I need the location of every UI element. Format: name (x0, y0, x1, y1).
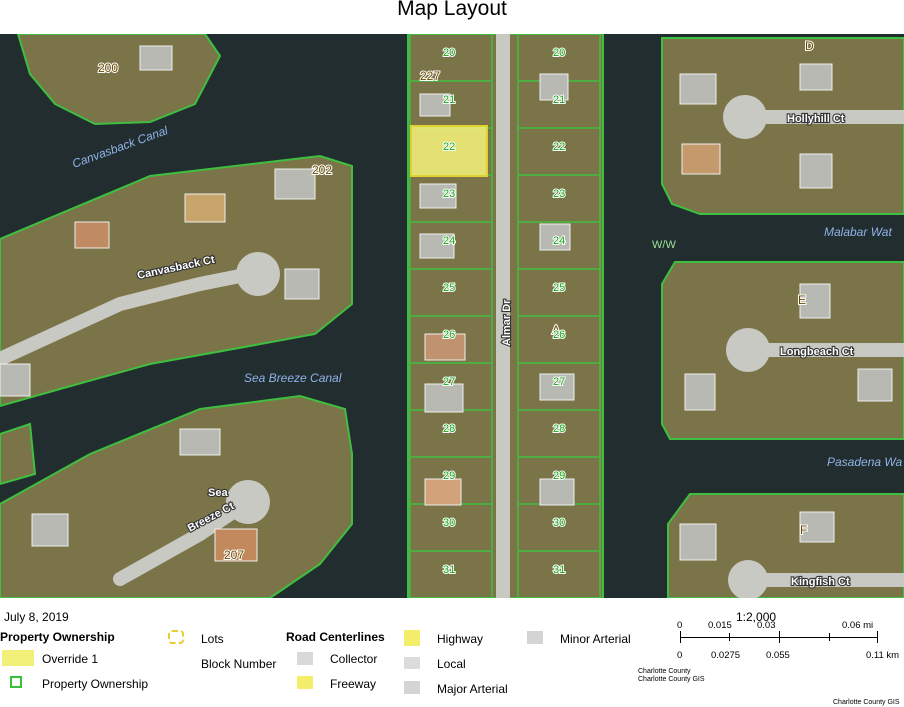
block-label-202: 202 (312, 163, 332, 177)
east-lot-29[interactable]: 29 (552, 469, 566, 483)
block-label-227: 227 (420, 69, 440, 83)
legend-collector: Collector (330, 652, 378, 666)
legend-property-ownership: Property Ownership (42, 677, 149, 691)
override-swatch (2, 650, 34, 666)
scale-mi-2: 0.03 (757, 620, 776, 631)
scale-km-1: 0.0275 (711, 650, 741, 661)
legend-panel: July 8, 2019 Property Ownership Override… (0, 598, 904, 706)
center-lot-22[interactable]: 22 (442, 140, 456, 154)
scale-tick (729, 633, 730, 641)
block-label-d: D (805, 39, 814, 53)
east-lot-numbers: 20 21 22 23 24 25 26 27 28 29 30 31 (552, 46, 566, 577)
east-lot-27[interactable]: 27 (552, 375, 566, 389)
block-label-200: 200 (98, 61, 118, 75)
legend-override: Override 1 (42, 652, 99, 666)
legend-minor-arterial: Minor Arterial (560, 632, 631, 646)
legend-title-property-ownership: Property Ownership (0, 630, 115, 644)
minor-arterial-swatch (527, 631, 543, 644)
east-lot-28[interactable]: 28 (552, 422, 566, 436)
roads (0, 34, 904, 598)
street-label-sea: Sea (208, 487, 228, 499)
block-label-a: A (552, 323, 560, 337)
legend-lots: Lots (201, 632, 224, 646)
water-label-malabar: Malabar Wat (824, 225, 892, 239)
ww-label: W/W (652, 239, 676, 251)
scale-tick (829, 633, 830, 641)
major-arterial-swatch (404, 681, 420, 694)
street-label-hollyhill-ct: Hollyhill Ct (787, 113, 845, 125)
scale-tick (877, 631, 878, 643)
center-lot-26[interactable]: 26 (442, 328, 456, 342)
page-title: Map Layout (397, 0, 507, 20)
legend-title-road-centerlines: Road Centerlines (286, 630, 385, 644)
selected-lot-highlight[interactable] (410, 125, 488, 177)
east-lot-31[interactable]: 31 (552, 563, 566, 577)
block-label-f: F (800, 523, 807, 537)
east-lot-24[interactable]: 24 (552, 234, 566, 248)
street-label-almar-dr: Almar Dr (501, 299, 513, 346)
center-lot-24[interactable]: 24 (442, 234, 456, 248)
east-lot-20[interactable]: 20 (552, 46, 566, 60)
credit-line-1: Charlotte County (638, 668, 691, 675)
scale-km-0: 0 (677, 650, 683, 661)
center-lot-29[interactable]: 29 (442, 469, 456, 483)
center-lot-27[interactable]: 27 (442, 375, 456, 389)
block-label-207: 207 (224, 548, 244, 562)
center-lot-25[interactable]: 25 (442, 281, 456, 295)
east-lot-22[interactable]: 22 (552, 140, 566, 154)
credit-line-2: Charlotte County GIS (638, 676, 705, 683)
scale-km-3: 0.11 km (866, 650, 900, 661)
east-lot-23[interactable]: 23 (552, 187, 566, 201)
center-lot-30[interactable]: 30 (442, 516, 456, 530)
map-canvas[interactable]: Canvasback Canal Sea Breeze Canal Malaba… (0, 34, 904, 598)
credit-line-3: Charlotte County GIS (833, 699, 900, 706)
scale-mi-3: 0.06 mi (842, 620, 874, 631)
aerial-map[interactable]: Canvasback Canal Sea Breeze Canal Malaba… (0, 34, 904, 598)
east-lot-30[interactable]: 30 (552, 516, 566, 530)
block-label-e: E (798, 293, 806, 307)
legend-major-arterial: Major Arterial (437, 682, 508, 696)
legend-local: Local (437, 657, 466, 671)
street-label-longbeach-ct: Longbeach Ct (780, 346, 854, 358)
property-ownership-swatch (10, 676, 22, 688)
east-lot-25[interactable]: 25 (552, 281, 566, 295)
scale-tick (680, 631, 681, 643)
water-label-sea-breeze-canal: Sea Breeze Canal (244, 371, 342, 385)
scale-mi-1: 0.015 (708, 620, 732, 631)
street-label-kingfish-ct: Kingfish Ct (791, 576, 850, 588)
highway-swatch (404, 630, 420, 646)
scale-ratio: 1:2,000 (736, 610, 777, 624)
east-lot-21[interactable]: 21 (552, 93, 566, 107)
east-lot-26[interactable]: 26 (552, 328, 566, 342)
water-label-pasadena: Pasadena Wa (827, 455, 902, 469)
scale-tick (779, 631, 780, 643)
houses (0, 45, 893, 562)
scale-km-2: 0.055 (766, 650, 790, 661)
legend-freeway: Freeway (330, 677, 377, 691)
scale-mi-0: 0 (677, 620, 683, 631)
legend-block-number: Block Number (201, 657, 277, 671)
center-lot-31[interactable]: 31 (442, 563, 456, 577)
center-lot-23[interactable]: 23 (442, 187, 456, 201)
lots-swatch (168, 630, 184, 644)
local-swatch (404, 657, 420, 669)
date-label: July 8, 2019 (4, 610, 69, 624)
center-lot-28[interactable]: 28 (442, 422, 456, 436)
center-lot-numbers: 20 21 22 23 24 25 26 27 28 29 30 31 (442, 46, 456, 577)
freeway-swatch (297, 676, 313, 689)
center-lot-21[interactable]: 21 (442, 93, 456, 107)
legend-highway: Highway (437, 632, 484, 646)
collector-swatch (297, 652, 313, 665)
center-lot-20[interactable]: 20 (442, 46, 456, 60)
